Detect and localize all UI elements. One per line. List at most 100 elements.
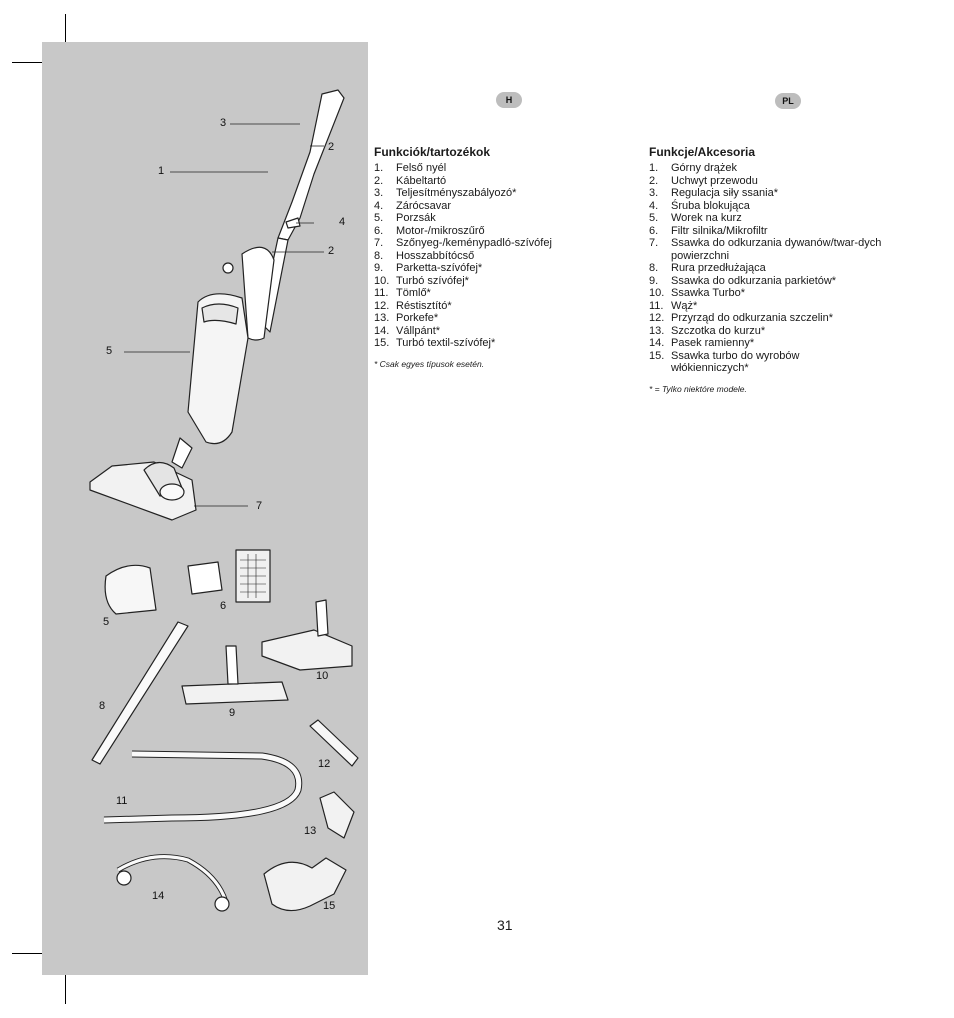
crop-mark (12, 953, 54, 954)
callout-label: 14 (152, 890, 165, 902)
callout-label: 5 (106, 345, 113, 357)
item-number: 12. (374, 299, 390, 312)
language-badge-polish: PL (775, 93, 801, 109)
list-item: 6. Motor-/mikroszűrő (374, 225, 624, 238)
callout-label: 5 (103, 616, 110, 628)
callout-label: 10 (316, 670, 329, 682)
item-number: 14. (374, 324, 390, 337)
item-number: 9. (649, 274, 659, 287)
item-text: Worek na kurz (671, 212, 742, 224)
item-text: Przyrząd do odkurzania szczelin* (671, 312, 834, 324)
callout-label: 4 (339, 216, 346, 228)
list-item: 14. Vállpánt* (374, 325, 624, 338)
item-text: Szczotka do kurzu* (671, 324, 766, 337)
item-text: Vállpánt* (396, 324, 441, 337)
list-item: 10.Turbó szívófej* (374, 275, 624, 288)
item-text: Zárócsavar (396, 199, 452, 212)
list-item: 5.Porzsák (374, 212, 624, 225)
list-item: 7.Ssawka do odkurzania dywanów/twar-dych… (649, 237, 904, 262)
callout-label: 13 (304, 825, 317, 837)
item-text: Wąż* (671, 299, 698, 312)
list-item: 4. Zárócsavar (374, 200, 624, 213)
item-text: Porzsák (396, 212, 436, 224)
list-item: 15. Turbó textil-szívófej* (374, 337, 624, 350)
list-item: 7. Szőnyeg-/keménypadló-szívófej (374, 237, 624, 250)
item-number: 13. (374, 312, 390, 324)
item-text: Hosszabbítócső (396, 249, 475, 262)
list-item: 10. Ssawka Turbo* (649, 287, 904, 300)
item-number: 7. (649, 237, 659, 249)
list-item: 8. Hosszabbítócső (374, 250, 624, 263)
list-item: 1. Górny drążek (649, 162, 904, 175)
item-number: 2. (374, 174, 384, 187)
hungarian-list: 1. Felső nyél 2. Kábeltartó 3.Teljesítmény… (374, 162, 624, 350)
item-number: 8. (649, 262, 659, 274)
polish-list: 1. Górny drążek 2. Uchwyt przewodu 3. Regul… (649, 162, 904, 375)
list-item: 12.Przyrząd do odkurzania szczelin* (649, 312, 904, 325)
item-number: 4. (374, 199, 384, 212)
item-text: Felső nyél (396, 162, 447, 174)
item-text: Ssawka turbo do wyrobów włókienniczych* (671, 349, 800, 375)
crop-mark (12, 62, 54, 63)
item-number: 15. (649, 349, 665, 362)
list-item: 1. Felső nyél (374, 162, 624, 175)
callout-label: 7 (256, 500, 263, 512)
list-item: 9.Parketta-szívófej* (374, 262, 624, 275)
item-number: 1. (374, 162, 384, 174)
polish-heading: Funkcje/Akcesoria (649, 145, 756, 159)
item-number: 1. (649, 162, 659, 174)
item-number: 3. (649, 187, 659, 199)
item-text: Ssawka Turbo* (671, 287, 745, 299)
item-number: 9. (374, 262, 384, 274)
list-item: 11. Wąż* (649, 300, 904, 313)
item-number: 4. (649, 199, 659, 212)
list-item: 14. Pasek ramienny* (649, 337, 904, 350)
item-number: 2. (649, 174, 659, 187)
item-text: Porkefe* (396, 312, 439, 324)
item-number: 7. (374, 237, 384, 249)
item-text: Uchwyt przewodu (671, 174, 758, 187)
item-number: 14. (649, 337, 665, 349)
list-item: 5. Worek na kurz (649, 212, 904, 225)
item-number: 6. (374, 224, 384, 237)
item-text: Turbó textil-szívófej* (396, 337, 496, 349)
list-item: 4.Śruba blokująca (649, 200, 904, 213)
item-text: Regulacja siły ssania* (671, 187, 778, 199)
item-text: Rura przedłużająca (671, 262, 766, 274)
callout-label: 11 (116, 795, 128, 807)
list-item: 12.Réstisztító* (374, 300, 624, 313)
list-item: 13. Szczotka do kurzu* (649, 325, 904, 338)
item-text: Kábeltartó (396, 174, 447, 187)
crop-mark (65, 14, 66, 50)
callout-label: 9 (229, 707, 236, 719)
vacuum-illustration (89, 89, 359, 912)
item-text: Górny drążek (671, 162, 738, 174)
item-number: 15. (374, 337, 390, 349)
item-number: 10. (649, 287, 665, 299)
item-number: 13. (649, 324, 665, 337)
footnote: * = Tylko niektóre modele. (649, 383, 747, 394)
callout-label: 12 (318, 758, 331, 770)
page-number: 31 (497, 917, 513, 933)
list-item: 3.Teljesítményszabályozó* (374, 187, 624, 200)
item-number: 6. (649, 224, 659, 237)
item-text: Teljesítményszabályozó* (396, 187, 517, 199)
item-text: Pasek ramienny* (671, 337, 755, 349)
item-number: 11. (649, 299, 664, 312)
list-item: 2. Kábeltartó (374, 175, 624, 188)
list-item: 6.Filtr silnika/Mikrofiltr (649, 225, 904, 238)
callout-label: 1 (158, 165, 165, 177)
callout-label: 3 (220, 117, 227, 129)
list-item: 11.Tömlő* (374, 287, 624, 300)
callout-label: 15 (323, 900, 336, 912)
item-number: 10. (374, 274, 390, 287)
item-number: 8. (374, 249, 384, 262)
language-badge-hungarian: H (496, 92, 522, 108)
item-number: 5. (649, 212, 659, 224)
item-text: Motor-/mikroszűrő (396, 224, 485, 237)
list-item: 9.Ssawka do odkurzania parkietów* (649, 275, 904, 288)
list-item: 13. Porkefe* (374, 312, 624, 325)
polish-column: Funkcje/Akcesoria 1. Górny drążek 2. Uchwy… (649, 145, 904, 394)
item-text: Szőnyeg-/keménypadló-szívófej (396, 237, 552, 249)
hungarian-column: Funkciók/tartozékok 1.Felső nyél 2.Kábel… (374, 145, 624, 369)
